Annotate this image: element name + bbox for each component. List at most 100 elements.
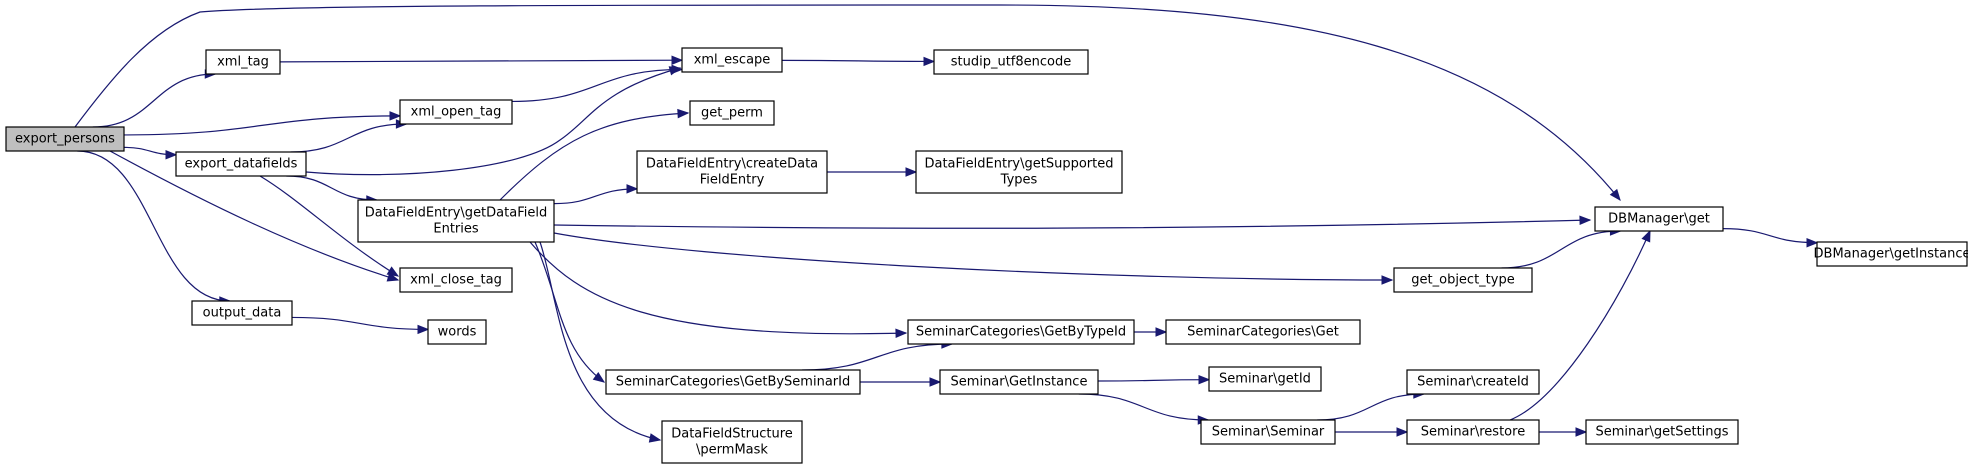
edge-line (1317, 393, 1424, 421)
edge-line (1097, 379, 1210, 382)
edge-line (529, 241, 907, 335)
node-label: Entries (433, 222, 479, 237)
node-label: Seminar\restore (1421, 425, 1525, 440)
node-box (205, 49, 281, 75)
node-label: SeminarCategories\GetBySeminarId (616, 375, 850, 390)
node-get-perm[interactable]: get_perm (689, 100, 775, 126)
node-seminar-getsettings[interactable]: Seminar\getSettings (1585, 419, 1739, 445)
node-label: studip_utf8encode (951, 55, 1072, 70)
node-box (1165, 319, 1361, 345)
edge-DataFieldEntry_getDataFieldEntries-to-SeminarCategories_GetByTypeId (529, 241, 908, 339)
edge-DataFieldEntry_getDataFieldEntries-to-get_perm (499, 108, 690, 201)
arrowhead-icon (905, 167, 918, 177)
node-box (933, 49, 1089, 75)
node-label: xml_open_tag (411, 105, 502, 120)
edge-line (305, 67, 681, 176)
node-seminarcategories-getbyseminarid[interactable]: SeminarCategories\GetBySeminarId (605, 369, 861, 395)
node-box (399, 267, 513, 293)
node-output-data[interactable]: output_data (191, 300, 293, 326)
edge-line (92, 73, 216, 128)
node-seminar-restore[interactable]: Seminar\restore (1406, 419, 1540, 445)
edge-line (279, 59, 683, 63)
node-label: DataFieldStructure (671, 427, 793, 442)
node-seminarcategories-get[interactable]: SeminarCategories\Get (1165, 319, 1361, 345)
node-box (357, 199, 555, 243)
node-label: get_perm (701, 106, 763, 121)
arrowhead-icon (389, 111, 402, 121)
arrowhead-icon (386, 272, 400, 282)
arrowhead-icon (592, 371, 606, 383)
edge-line (553, 188, 638, 205)
node-dbmanager-get[interactable]: DBManager\get (1594, 206, 1724, 232)
node-seminarcategories-getbytypeid[interactable]: SeminarCategories\GetByTypeId (907, 319, 1135, 345)
node-export-persons[interactable]: export_persons (5, 126, 125, 152)
node-xml-close-tag[interactable]: xml_close_tag (399, 267, 513, 293)
node-box (1406, 369, 1540, 395)
node-box (1200, 419, 1336, 445)
node-xml-tag[interactable]: xml_tag (205, 49, 281, 75)
node-box (939, 369, 1099, 395)
node-label: export_datafields (185, 157, 298, 172)
edge-line (802, 343, 952, 371)
arrowhead-icon (923, 56, 936, 67)
node-label: get_object_type (1411, 273, 1514, 288)
node-label: xml_escape (694, 53, 771, 68)
node-label: xml_close_tag (410, 273, 502, 288)
node-label: Seminar\Seminar (1212, 425, 1325, 440)
arrowhead-icon (929, 377, 942, 387)
node-seminar-getid[interactable]: Seminar\getId (1208, 366, 1322, 392)
edge-Seminar_GetInstance-to-Seminar_Seminar (1078, 393, 1210, 425)
arrowhead-icon (1609, 188, 1621, 202)
node-box (1816, 241, 1968, 267)
node-label: output_data (203, 306, 282, 321)
node-dbmanager-getinstance[interactable]: DBManager\getInstance (1814, 241, 1968, 267)
node-box (1208, 366, 1322, 392)
node-label: Seminar\getSettings (1595, 425, 1728, 440)
node-box (907, 319, 1135, 345)
edge-line (291, 316, 429, 331)
edge-line (511, 68, 683, 103)
edge-line (109, 150, 399, 281)
arrowhead-icon (1155, 327, 1168, 337)
node-box (636, 150, 828, 194)
edge-line (1722, 228, 1818, 244)
edge-DataFieldEntry_getDataFieldEntries-to-get_object_type (553, 232, 1394, 285)
node-words[interactable]: words (427, 319, 487, 345)
arrowhead-icon (1396, 427, 1409, 437)
node-seminar-seminar[interactable]: Seminar\Seminar (1200, 419, 1336, 445)
edge-export_persons-to-xml_open_tag (123, 111, 402, 136)
edge-DataFieldEntry_getDataFieldEntries-to-DataFieldStructure_permMask (539, 241, 662, 443)
node-label: Seminar\createId (1417, 375, 1529, 390)
node-seminar-getinstance[interactable]: Seminar\GetInstance (939, 369, 1099, 395)
node-export-datafields[interactable]: export_datafields (175, 151, 307, 177)
edge-export_datafields-to-xml_close_tag (259, 175, 400, 277)
edge-export_persons-to-export_datafields (123, 146, 178, 160)
node-xml-escape[interactable]: xml_escape (681, 47, 783, 73)
node-box (1585, 419, 1739, 445)
edge-xml_escape-to-studip_utf8encode (781, 56, 936, 67)
node-box (399, 99, 513, 125)
arrowhead-icon (677, 108, 690, 119)
node-box (681, 47, 783, 73)
edge-xml_open_tag-to-xml_escape (511, 64, 684, 103)
arrowhead-icon (626, 184, 639, 194)
node-get-object-type[interactable]: get_object_type (1393, 267, 1533, 293)
edge-DataFieldEntry_getDataFieldEntries-to-SeminarCategories_GetBySeminarId (534, 241, 606, 383)
edge-Seminar_restore-to-DBManager_get (1509, 229, 1651, 421)
edge-DataFieldEntry_getDataFieldEntries-to-DBManager_get (553, 215, 1592, 229)
edge-line (781, 59, 935, 63)
node-box (605, 369, 861, 395)
node-seminar-createid[interactable]: Seminar\createId (1406, 369, 1540, 395)
arrowhead-icon (1575, 427, 1588, 437)
arrowhead-icon (648, 433, 662, 443)
node-label: SeminarCategories\Get (1187, 325, 1339, 340)
edge-SeminarCategories_GetBySeminarId-to-Seminar_GetInstance (860, 377, 942, 387)
node-xml-open-tag[interactable]: xml_open_tag (399, 99, 513, 125)
node-label: Seminar\GetInstance (951, 375, 1088, 390)
node-studip-utf8encode[interactable]: studip_utf8encode (933, 49, 1089, 75)
node-datafieldstructure-permmask[interactable]: DataFieldStructure\permMask (661, 420, 803, 464)
node-label: \permMask (696, 443, 768, 458)
